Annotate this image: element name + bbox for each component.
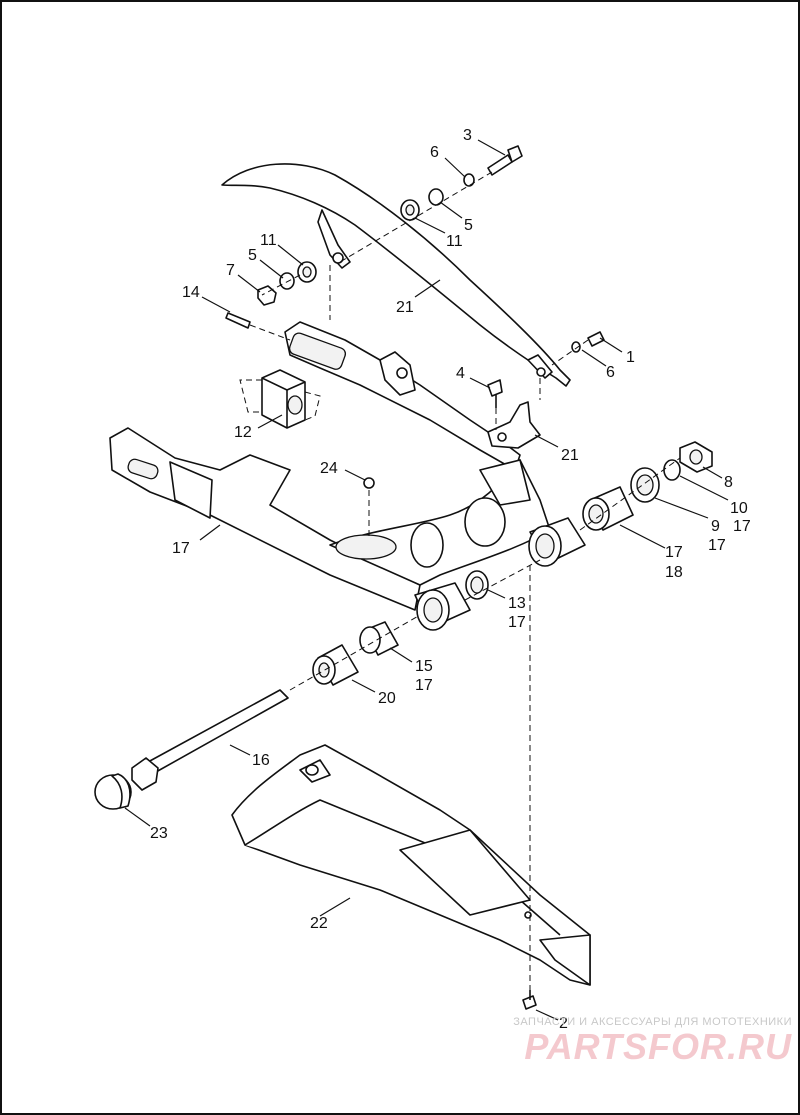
callout-17: 17 bbox=[733, 518, 751, 535]
watermark: ЗАПЧАСТИ И АКСЕССУАРЫ ДЛЯ МОТОТЕХНИКИ PA… bbox=[482, 1016, 792, 1066]
callout-3: 3 bbox=[463, 127, 472, 144]
hardware bbox=[94, 145, 713, 1010]
axle-block bbox=[261, 369, 306, 429]
callout-17: 17 bbox=[508, 614, 526, 631]
callout-5: 5 bbox=[248, 247, 257, 264]
callout-18: 20 bbox=[378, 690, 396, 707]
belt-guard-upper bbox=[221, 163, 571, 387]
callout-24: 24 bbox=[320, 460, 338, 477]
callout-17: 17 bbox=[172, 540, 190, 557]
leader-lines bbox=[124, 139, 729, 1021]
callout-11: 11 bbox=[446, 233, 463, 250]
callout-13: 13 bbox=[508, 595, 526, 612]
watermark-tagline: ЗАПЧАСТИ И АКСЕССУАРЫ ДЛЯ МОТОТЕХНИКИ bbox=[513, 1016, 792, 1028]
swingarm bbox=[109, 321, 586, 631]
callout-20: 21 bbox=[561, 447, 579, 464]
belt-guard-lower bbox=[231, 744, 591, 986]
bracket bbox=[487, 401, 541, 449]
callout-19: 18 bbox=[665, 564, 683, 581]
callout-8: 8 bbox=[724, 474, 733, 491]
callout-6: 6 bbox=[606, 364, 615, 381]
callout-labels: 3 6 5 11 11 5 7 14 21 1 6 4 12 21 24 8 1… bbox=[150, 127, 751, 1032]
callout-2: 2 bbox=[559, 1015, 568, 1032]
callout-15: 15 bbox=[415, 658, 433, 675]
callout-14: 14 bbox=[182, 284, 200, 301]
callout-21: 21 bbox=[396, 299, 414, 316]
callout-9: 9 bbox=[711, 518, 720, 535]
callout-11: 11 bbox=[260, 232, 277, 249]
callout-10: 10 bbox=[730, 500, 748, 517]
watermark-logo: PARTSFOR.RU bbox=[524, 1026, 792, 1067]
callout-5: 5 bbox=[464, 217, 473, 234]
assembly-lines bbox=[239, 171, 681, 995]
callout-23: 23 bbox=[150, 825, 168, 842]
callout-16: 16 bbox=[252, 752, 270, 769]
callout-12: 12 bbox=[234, 424, 252, 441]
callout-7: 7 bbox=[226, 262, 235, 279]
callout-4: 4 bbox=[456, 365, 465, 382]
callout-17: 17 bbox=[415, 677, 433, 694]
callout-1: 1 bbox=[626, 349, 635, 366]
callout-17: 17 bbox=[708, 537, 726, 554]
callout-22: 22 bbox=[310, 915, 328, 932]
callout-6: 6 bbox=[430, 144, 439, 161]
callout-17: 17 bbox=[665, 544, 683, 561]
